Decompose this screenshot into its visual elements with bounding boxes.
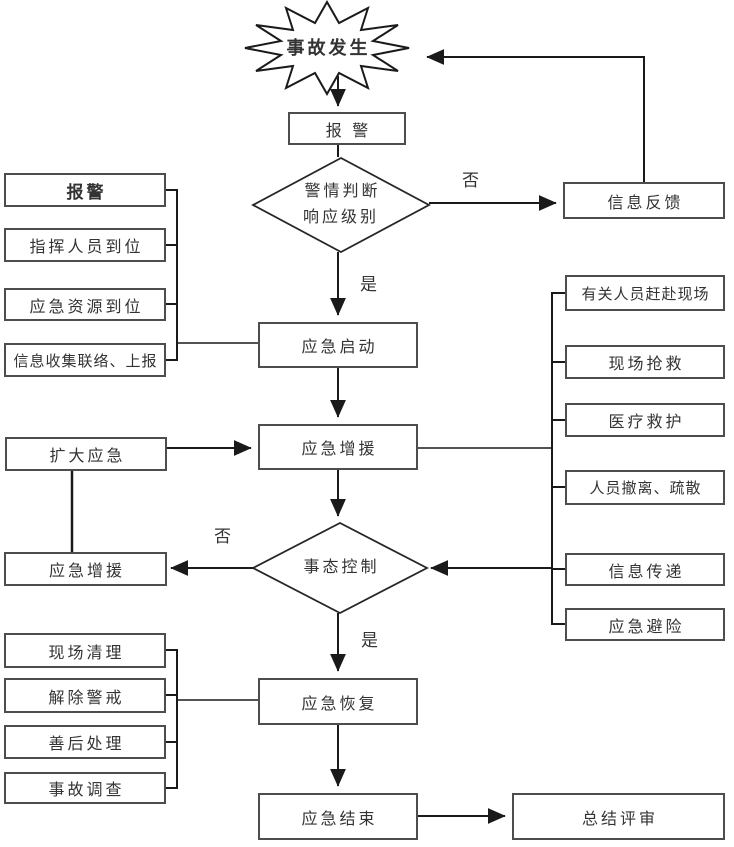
node-reinforcement-center: 应急增援 (258, 424, 418, 470)
node-recovery-aftermath: 善后处理 (4, 725, 166, 759)
node-alarm: 报 警 (288, 112, 406, 145)
node-prep-info-collection: 信息收集联络、上报 (4, 343, 166, 377)
node-response-personnel-arrive: 有关人员赶赴现场 (565, 275, 725, 311)
edge-label-yes-top: 是 (360, 275, 377, 294)
edge-label-no-mid: 否 (214, 527, 231, 546)
bracket-prep-group (166, 189, 178, 361)
node-response-medical-aid: 医疗救护 (565, 403, 725, 437)
edge-feedback-to-start (426, 49, 645, 182)
node-prep-baojing: 报警 (4, 173, 166, 207)
node-summary-review: 总结评审 (512, 793, 725, 840)
node-recovery-lift-alert: 解除警戒 (4, 678, 166, 713)
bracket-response-group (551, 292, 565, 625)
node-reinforcement-left: 应急增援 (4, 552, 167, 586)
control-decision-label: 事态控制 (303, 559, 380, 577)
node-prep-resources: 应急资源到位 (4, 288, 166, 321)
edge-label-yes-mid: 是 (361, 631, 378, 650)
node-response-info-transfer: 信息传递 (565, 553, 725, 586)
severity-decision-label: 警情判断 响应级别 (302, 183, 381, 226)
node-emergency-recovery: 应急恢复 (258, 678, 418, 725)
node-emergency-end: 应急结束 (258, 793, 418, 840)
node-response-risk-avoidance: 应急避险 (565, 608, 725, 641)
control-decision-shape (251, 521, 429, 615)
start-node-label: 事故发生 (286, 37, 371, 58)
node-expand-emergency: 扩大应急 (5, 437, 167, 471)
node-emergency-start: 应急启动 (258, 322, 418, 368)
node-info-feedback: 信息反馈 (563, 182, 725, 219)
node-recovery-site-cleanup: 现场清理 (4, 633, 166, 668)
severity-decision-shape (251, 156, 431, 254)
starburst-shape (244, 0, 410, 97)
node-response-site-rescue: 现场抢救 (565, 345, 725, 379)
bracket-recovery-group (166, 649, 178, 789)
edge-label-no-top: 否 (462, 171, 479, 190)
node-response-evacuation: 人员撤离、疏散 (565, 470, 725, 505)
node-prep-commanders: 指挥人员到位 (4, 228, 166, 262)
node-recovery-investigation: 事故调查 (4, 772, 166, 804)
